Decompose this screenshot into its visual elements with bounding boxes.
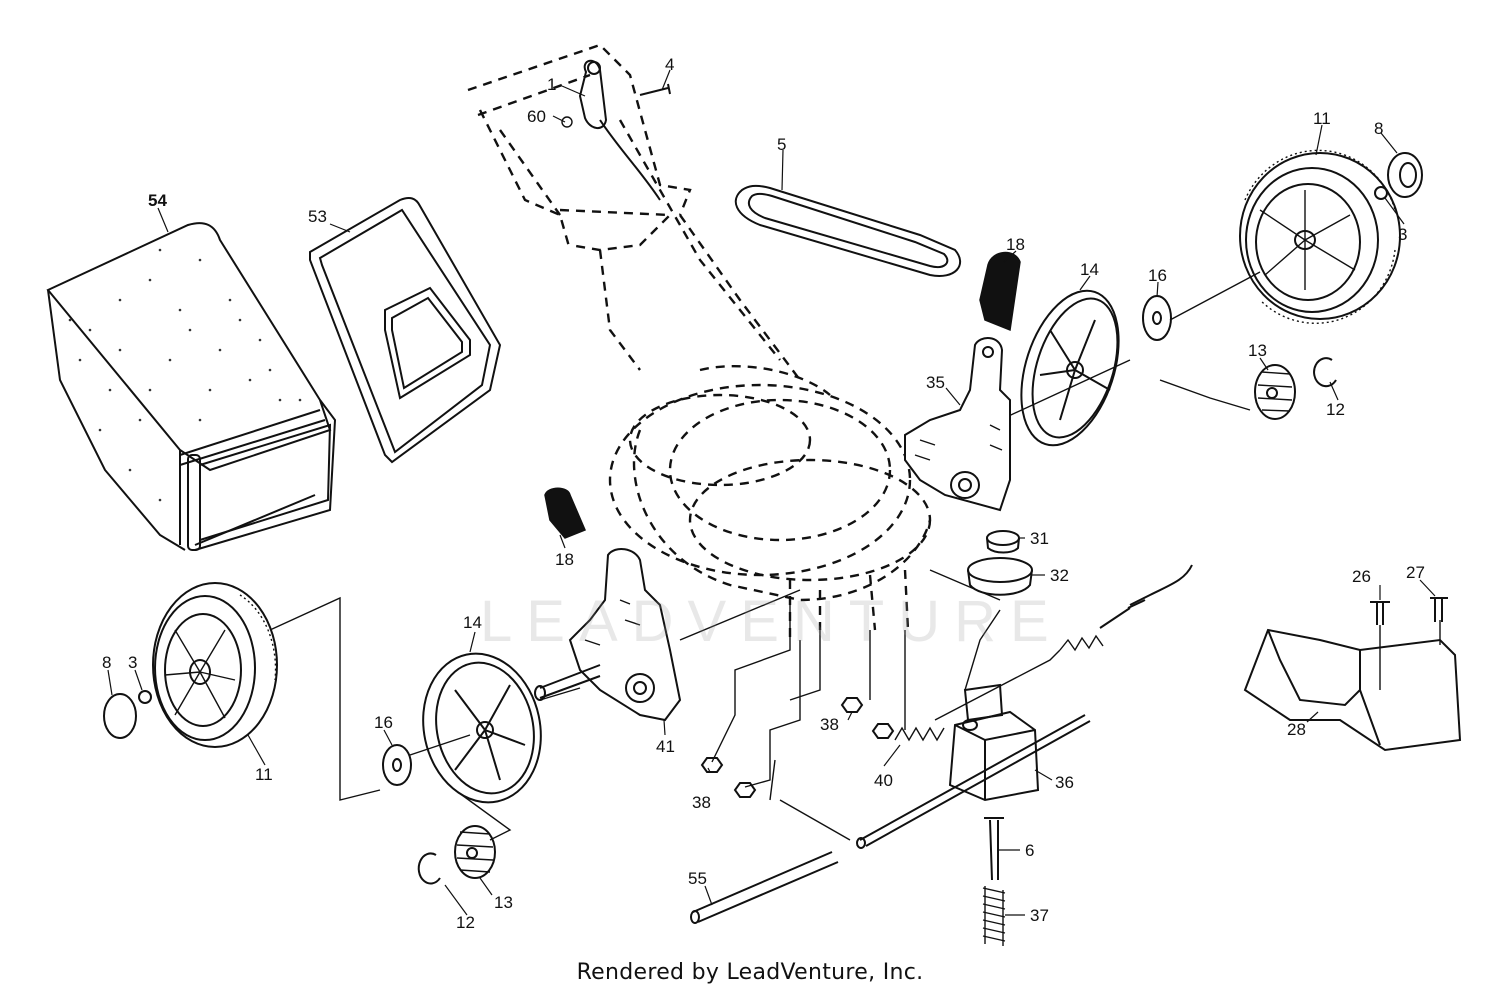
callout-18-right: 18 xyxy=(1006,235,1025,254)
handle-assembly xyxy=(467,43,801,381)
callout-38-left: 38 xyxy=(692,793,711,812)
callout-35: 35 xyxy=(926,373,945,392)
callout-37: 37 xyxy=(1030,906,1049,925)
cap-31 xyxy=(986,530,1020,554)
nuts-38 xyxy=(700,697,895,798)
callout-11-left: 11 xyxy=(255,765,273,784)
right-drive-wheel xyxy=(1020,289,1120,447)
screw-4 xyxy=(639,83,671,96)
callout-31: 31 xyxy=(1030,529,1049,548)
callout-13-right: 13 xyxy=(1248,341,1267,360)
right-plug-18 xyxy=(979,251,1021,332)
cover-32 xyxy=(967,557,1033,596)
callout-14-right: 14 xyxy=(1080,260,1099,279)
spring-40 xyxy=(894,726,945,742)
callout-leaders xyxy=(107,69,1436,916)
callout-1: 1 xyxy=(547,75,556,94)
callout-18-left: 18 xyxy=(555,550,574,569)
engine-outline xyxy=(608,364,932,640)
right-hubcap-8 xyxy=(1387,152,1423,198)
bag-frame xyxy=(309,197,502,464)
callout-54: 54 xyxy=(148,191,167,210)
rod-55 xyxy=(690,851,839,924)
spring-37 xyxy=(982,886,1006,946)
left-gear-13 xyxy=(454,825,496,879)
left-bracket-41 xyxy=(534,548,682,722)
callout-40: 40 xyxy=(874,771,893,790)
left-wheel-leader xyxy=(269,596,381,801)
right-wheel xyxy=(1239,149,1401,324)
mount-leaders xyxy=(711,600,906,841)
callout-4: 4 xyxy=(665,55,674,74)
nut-60 xyxy=(561,116,573,128)
callout-14-left: 14 xyxy=(463,613,482,632)
bolt-27 xyxy=(1430,597,1448,622)
left-drive-wheel xyxy=(422,652,542,804)
left-wheel xyxy=(152,582,278,748)
callout-3-left: 3 xyxy=(128,653,137,672)
left-hub-leader xyxy=(409,687,581,756)
left-washer-16 xyxy=(382,744,412,786)
left-axle-leader xyxy=(679,589,801,641)
right-axle-leader xyxy=(999,271,1261,421)
left-gear-leader xyxy=(454,789,512,841)
left-nut-3 xyxy=(138,690,152,704)
right-nut-3 xyxy=(1374,186,1388,200)
callout-12-left: 12 xyxy=(456,913,475,932)
pin-6 xyxy=(984,817,1004,881)
right-clip-12 xyxy=(1313,357,1337,388)
grass-bag xyxy=(46,222,337,551)
right-gear-leader xyxy=(1159,379,1251,411)
bail-lever xyxy=(578,59,661,201)
callout-55: 55 xyxy=(688,869,707,888)
left-plug-18 xyxy=(544,487,586,539)
callout-27: 27 xyxy=(1406,563,1425,582)
callout-8-right: 8 xyxy=(1374,119,1383,138)
transmission-leaders xyxy=(929,569,1001,691)
callout-11-right: 11 xyxy=(1313,109,1331,128)
callout-labels: 1 4 60 5 54 53 11 8 3 18 14 16 13 12 35 … xyxy=(102,55,1425,932)
callout-16-left: 16 xyxy=(374,713,393,732)
callout-60: 60 xyxy=(527,107,546,126)
left-clip-12 xyxy=(417,852,441,885)
footer-credit: Rendered by LeadVenture, Inc. xyxy=(576,960,924,985)
callout-28: 28 xyxy=(1287,720,1306,739)
callout-26: 26 xyxy=(1352,567,1371,586)
rear-deflector-28 xyxy=(1243,620,1462,752)
callout-3-right: 3 xyxy=(1398,225,1407,244)
callout-41: 41 xyxy=(656,737,675,756)
callout-12-right: 12 xyxy=(1326,400,1345,419)
callout-6: 6 xyxy=(1025,841,1034,860)
callout-53: 53 xyxy=(308,207,327,226)
callout-36: 36 xyxy=(1055,773,1074,792)
callout-16-right: 16 xyxy=(1148,266,1167,285)
bolt-26 xyxy=(1370,601,1390,625)
callout-5: 5 xyxy=(777,135,786,154)
callout-32: 32 xyxy=(1050,566,1069,585)
drive-belt xyxy=(734,184,961,277)
cable xyxy=(934,564,1193,721)
right-bracket-35 xyxy=(904,337,1011,512)
right-washer-16 xyxy=(1142,295,1172,341)
callout-38-center: 38 xyxy=(820,715,839,734)
transmission-36 xyxy=(856,683,1091,849)
left-hubcap-8 xyxy=(103,693,137,739)
right-gear-13 xyxy=(1254,364,1296,420)
callout-13-left: 13 xyxy=(494,893,513,912)
callout-8-left: 8 xyxy=(102,653,111,672)
